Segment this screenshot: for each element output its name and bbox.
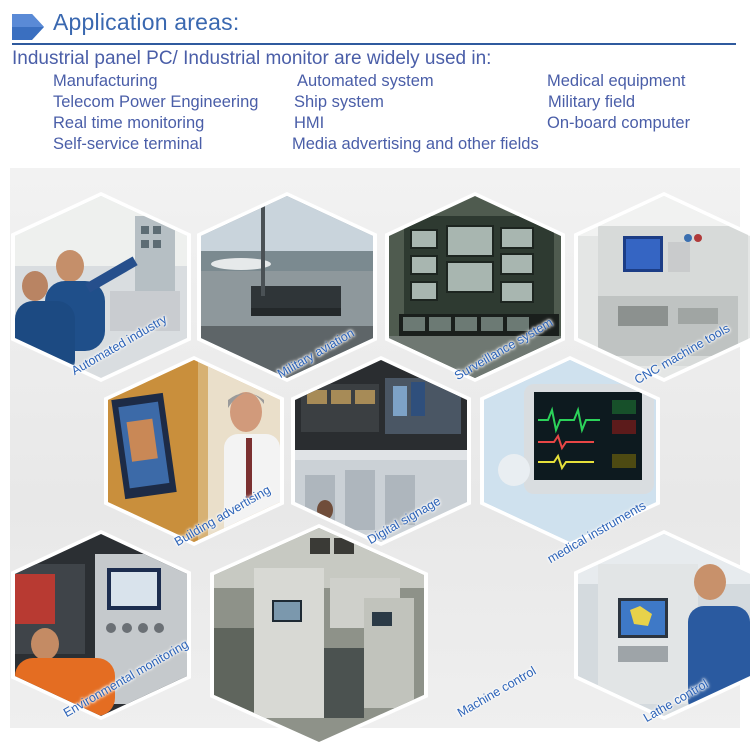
field-item: Automated system <box>297 72 434 90</box>
control-panel-illustration <box>15 534 187 716</box>
field-item: Medical equipment <box>547 72 686 90</box>
field-item: HMI <box>294 114 325 132</box>
header-arrow-icon <box>12 14 44 40</box>
field-item: Real time monitoring <box>53 114 205 132</box>
field-item: Self-service terminal <box>53 135 203 153</box>
header-divider <box>12 43 736 45</box>
field-item: On-board computer <box>547 114 691 132</box>
page-title: Application areas: <box>53 9 240 35</box>
tile-cnc-machine-tools <box>578 196 750 378</box>
intro-text: Industrial panel PC/ Industrial monitor … <box>12 48 492 69</box>
field-item: Manufacturing <box>53 72 158 90</box>
field-item: Ship system <box>294 93 384 111</box>
field-item: Telecom Power Engineering <box>53 93 259 111</box>
factory-photo-illustration <box>15 196 187 378</box>
tile-medical-instruments <box>484 360 656 542</box>
field-item: Media advertising and other fields <box>292 135 539 153</box>
patient-monitor-illustration <box>484 360 656 542</box>
tile-building-advertising <box>108 360 280 542</box>
wall-display-illustration <box>108 360 280 542</box>
cnc-machine-illustration <box>578 196 750 378</box>
monitor-wall-illustration <box>389 196 561 378</box>
tile-environmental-monitoring <box>15 534 187 716</box>
field-item: Military field <box>548 93 636 111</box>
tile-automated-industry <box>15 196 187 378</box>
tile-surveillance-system <box>389 196 561 378</box>
